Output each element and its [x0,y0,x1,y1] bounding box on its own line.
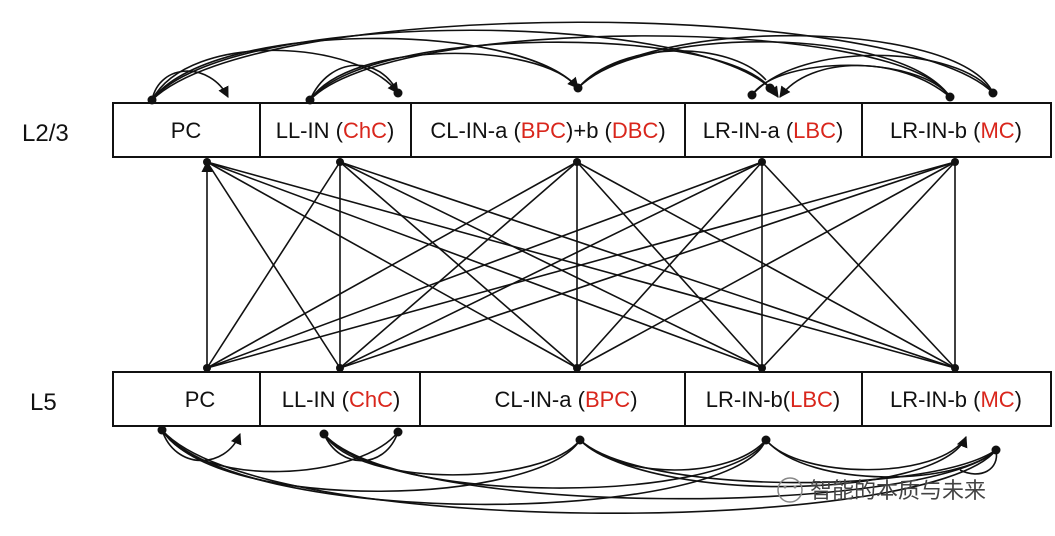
connection-node [758,158,766,166]
cell-label-l5-clin: CL-IN-a (BPC) [494,387,637,412]
connection-node [573,364,581,372]
layer-label-l23: L2/3 [22,120,69,147]
arc [161,429,399,473]
l5-arc-endpoints [157,425,1001,455]
cell-label-l23-clin: CL-IN-a (BPC)+b (DBC) [430,118,665,143]
arc [309,52,579,101]
l23-arc-endpoints [147,83,998,105]
cell-box-l23-llin [259,102,412,158]
connection-node [336,364,344,372]
connection-node [758,364,766,372]
connection-node [336,158,344,166]
arc [161,429,242,462]
connection-line [339,161,763,369]
arc [323,433,997,500]
arc [161,429,767,506]
cell-box-l5-lrinb-lbc [684,371,863,427]
arc [751,54,994,96]
arc [577,50,767,89]
cell-box-l23-lrinb [861,102,1052,158]
cell-label-l5-llin: LL-IN (ChC) [282,387,401,412]
cell-label-l5-lrinb-lbc: LR-IN-b(LBC) [706,387,840,412]
bottom-row [112,371,1052,427]
l5-intralayer-arcs [161,429,998,515]
cell-label-l23-llin: LL-IN (ChC) [276,118,395,143]
cell-box-l5-lrinb-mc [861,371,1052,427]
cell-box-l5-clin [419,371,686,427]
cell-label-l23-lrina: LR-IN-a (LBC) [703,118,844,143]
arc [765,436,967,471]
arc [151,70,229,101]
arc [309,35,951,101]
connection-line [339,161,956,369]
connection-line [206,161,956,369]
arc [309,41,771,101]
top-row [112,102,1052,158]
arc [323,433,581,476]
arc [309,64,399,101]
interlayer-connections [201,158,959,372]
connection-node [951,364,959,372]
connection-line [761,161,956,369]
cell-box-l5-llin [259,371,421,427]
connection-node [951,158,959,166]
connection-node [203,158,211,166]
arc [959,449,998,475]
arc [751,64,951,98]
arc [161,429,997,515]
connection-line [576,161,956,369]
connection-line [576,161,763,369]
connection-line [206,161,341,369]
connection-line [206,161,578,369]
layer-label-l5: L5 [30,389,57,416]
arc [577,41,951,98]
connection-node [573,158,581,166]
watermark-text: 智能的本质与未来 [810,479,986,504]
watermark: 智能的本质与未来 [777,477,986,504]
arc [579,439,997,484]
wechat-icon [777,477,803,503]
cell-box-l5-pc [112,371,261,427]
cell-box-l23-clin [410,102,686,158]
arc [765,439,997,478]
cell-label-l23-lrinb: LR-IN-b (MC) [890,118,1022,143]
arc [579,435,968,488]
arc [577,34,994,94]
connection-line [206,161,763,369]
cell-label-l5-lrinb-mc: LR-IN-b (MC) [890,387,1022,412]
arc [151,49,399,101]
connection-node [203,364,211,372]
cell-box-l23-pc [112,102,261,158]
arc [151,29,779,101]
connection-line [339,161,578,369]
l23-intralayer-arcs [151,21,994,101]
arc [161,429,581,492]
cell-label-l5-pc: PC [185,387,216,412]
arc [151,37,579,101]
cell-label-l23-pc: PC [171,118,202,143]
arc [779,64,951,98]
